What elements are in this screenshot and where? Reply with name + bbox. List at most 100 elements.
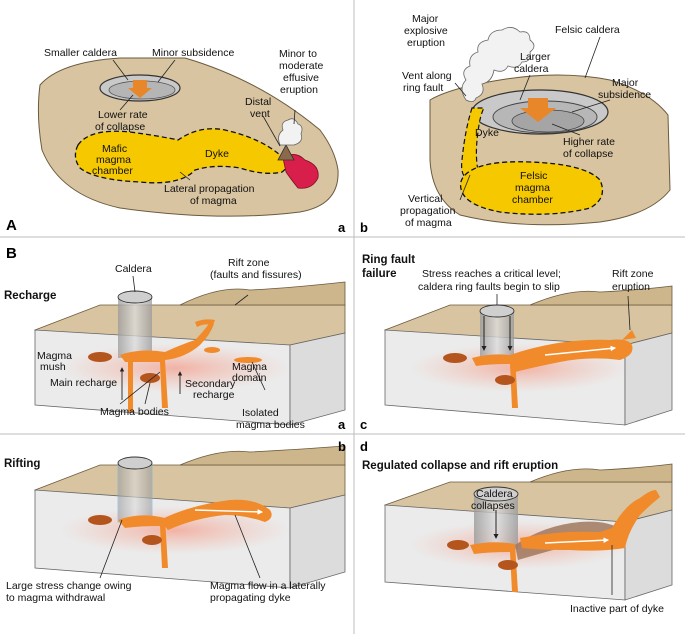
plume-large	[461, 27, 535, 102]
label-felsic-3: chamber	[512, 194, 553, 206]
panel-b-ringfault: Ring fault failure Stress reaches a crit…	[360, 254, 673, 432]
body-d1	[447, 540, 469, 550]
panel-letter-B: B	[6, 245, 17, 262]
label-larger-2: caldera	[514, 63, 549, 75]
label-mafic-1: Mafic	[102, 143, 127, 155]
melt-network-d	[470, 542, 518, 592]
caldera-top-a	[117, 290, 153, 304]
melt-network-b	[118, 515, 168, 568]
title-ringfault-1: Ring fault	[362, 254, 415, 266]
label-dyke-felsic: Dyke	[475, 127, 499, 139]
dyke-a	[195, 319, 215, 327]
feeder-a1	[128, 362, 133, 412]
panel-b-rifting: Rifting Large stress change owing to mag…	[4, 439, 346, 604]
label-major-2: subsidence	[598, 89, 651, 101]
body-a3	[204, 347, 220, 353]
melt-network-c	[472, 354, 518, 408]
label-larger-1: Larger	[520, 51, 551, 63]
label-lower-rate-2: of collapse	[95, 121, 145, 133]
caldera-cylinder-b	[117, 461, 153, 523]
dyke-c	[510, 339, 633, 372]
label-distal-1: Distal	[245, 96, 271, 108]
lava-flow	[282, 154, 319, 189]
title-regulated: Regulated collapse and rift eruption	[362, 460, 558, 472]
label-higher-1: Higher rate	[563, 136, 615, 148]
active-dyke-d	[520, 490, 660, 551]
body-d2	[498, 560, 518, 570]
label-eruption-3: effusive	[283, 72, 319, 84]
title-recharge: Recharge	[4, 290, 56, 302]
label-felsic-2: magma	[515, 182, 550, 194]
rift-ridge-a	[179, 281, 346, 306]
label-collapse-2: collapses	[471, 500, 515, 512]
block-side-d	[624, 509, 673, 601]
label-stress-c-1: Stress reaches a critical level;	[422, 268, 561, 280]
melt-network-a	[120, 322, 214, 408]
title-ringfault-2: failure	[362, 268, 397, 280]
title-rifting: Rifting	[4, 458, 40, 470]
label-rift-a-2: (faults and fissures)	[210, 269, 302, 281]
label-eruption-4: eruption	[280, 84, 318, 96]
label-secondary-2: recharge	[193, 389, 235, 401]
label-vent-1: Vent along	[402, 70, 452, 82]
body-c1	[443, 353, 467, 363]
sublabel-d: d	[360, 439, 368, 454]
label-minor-subsidence: Minor subsidence	[152, 47, 234, 59]
label-explosive-3: eruption	[407, 37, 445, 49]
label-rift-c-1: Rift zone	[612, 268, 654, 280]
label-dyke-mafic: Dyke	[205, 148, 229, 160]
label-domain-2: domain	[232, 372, 267, 384]
body-a4	[234, 357, 262, 363]
label-smaller-caldera: Smaller caldera	[44, 47, 117, 59]
block-side-a	[289, 332, 346, 426]
label-rift-a-1: Rift zone	[228, 257, 270, 269]
block-side-b	[289, 494, 346, 589]
panel-letter-A: A	[6, 217, 17, 234]
label-distal-2: vent	[250, 108, 270, 120]
felsic-magma-chamber	[459, 161, 604, 215]
label-caldera-a: Caldera	[115, 263, 152, 275]
label-stress-c-2: caldera ring faults begin to slip	[418, 281, 560, 293]
subsidence-arrow-large	[520, 98, 556, 122]
sublabel-b-bottom: b	[338, 439, 346, 454]
panel-b-recharge: Recharge Caldera Rift zone (faults and f…	[4, 245, 346, 432]
body-b1	[88, 515, 112, 525]
label-secondary-1: Secondary	[185, 378, 236, 390]
sublabel-a-bottom: a	[338, 417, 346, 432]
label-inactive: Inactive part of dyke	[570, 603, 664, 615]
label-isolated-2: magma bodies	[236, 419, 305, 431]
label-felsic-caldera: Felsic caldera	[555, 24, 620, 36]
caldera-top-d	[473, 486, 519, 502]
block-side-c	[624, 332, 673, 426]
felsic-dyke	[461, 107, 486, 181]
label-eruption-2: moderate	[279, 60, 324, 72]
label-explosive-1: Major	[412, 13, 439, 25]
label-higher-2: of collapse	[563, 148, 613, 160]
label-mush-2: mush	[40, 361, 66, 373]
label-flow-1: Magma flow in a laterally	[210, 580, 326, 592]
label-vertical-3: of magma	[405, 217, 452, 229]
label-mafic-3: chamber	[92, 165, 133, 177]
rift-ridge-c	[529, 285, 673, 306]
body-c2	[495, 375, 515, 385]
body-a1	[88, 352, 112, 362]
panel-a-mafic: Smaller caldera Minor subsidence Lower r…	[6, 47, 346, 235]
body-b2	[142, 535, 162, 545]
rift-vent-c	[622, 330, 636, 340]
caldera-cylinder-a	[118, 296, 152, 358]
mafic-magma-chamber	[74, 128, 288, 184]
label-isolated-1: Isolated	[242, 407, 279, 419]
label-collapse-1: Caldera	[476, 488, 513, 500]
sublabel-a-top: a	[338, 220, 346, 235]
panel-b-regulated: Regulated collapse and rift eruption Cal…	[360, 439, 673, 615]
label-mush-1: Magma	[37, 350, 72, 362]
sublabel-b-top: b	[360, 220, 368, 235]
caldera-top-b	[117, 456, 153, 470]
label-lower-rate-1: Lower rate	[98, 109, 148, 121]
label-explosive-2: explosive	[404, 25, 448, 37]
label-vent-2: ring fault	[403, 82, 443, 94]
label-vertical-2: propagation	[400, 205, 456, 217]
subsidence-arrow-small	[128, 80, 152, 98]
label-eruption-1: Minor to	[279, 48, 317, 60]
